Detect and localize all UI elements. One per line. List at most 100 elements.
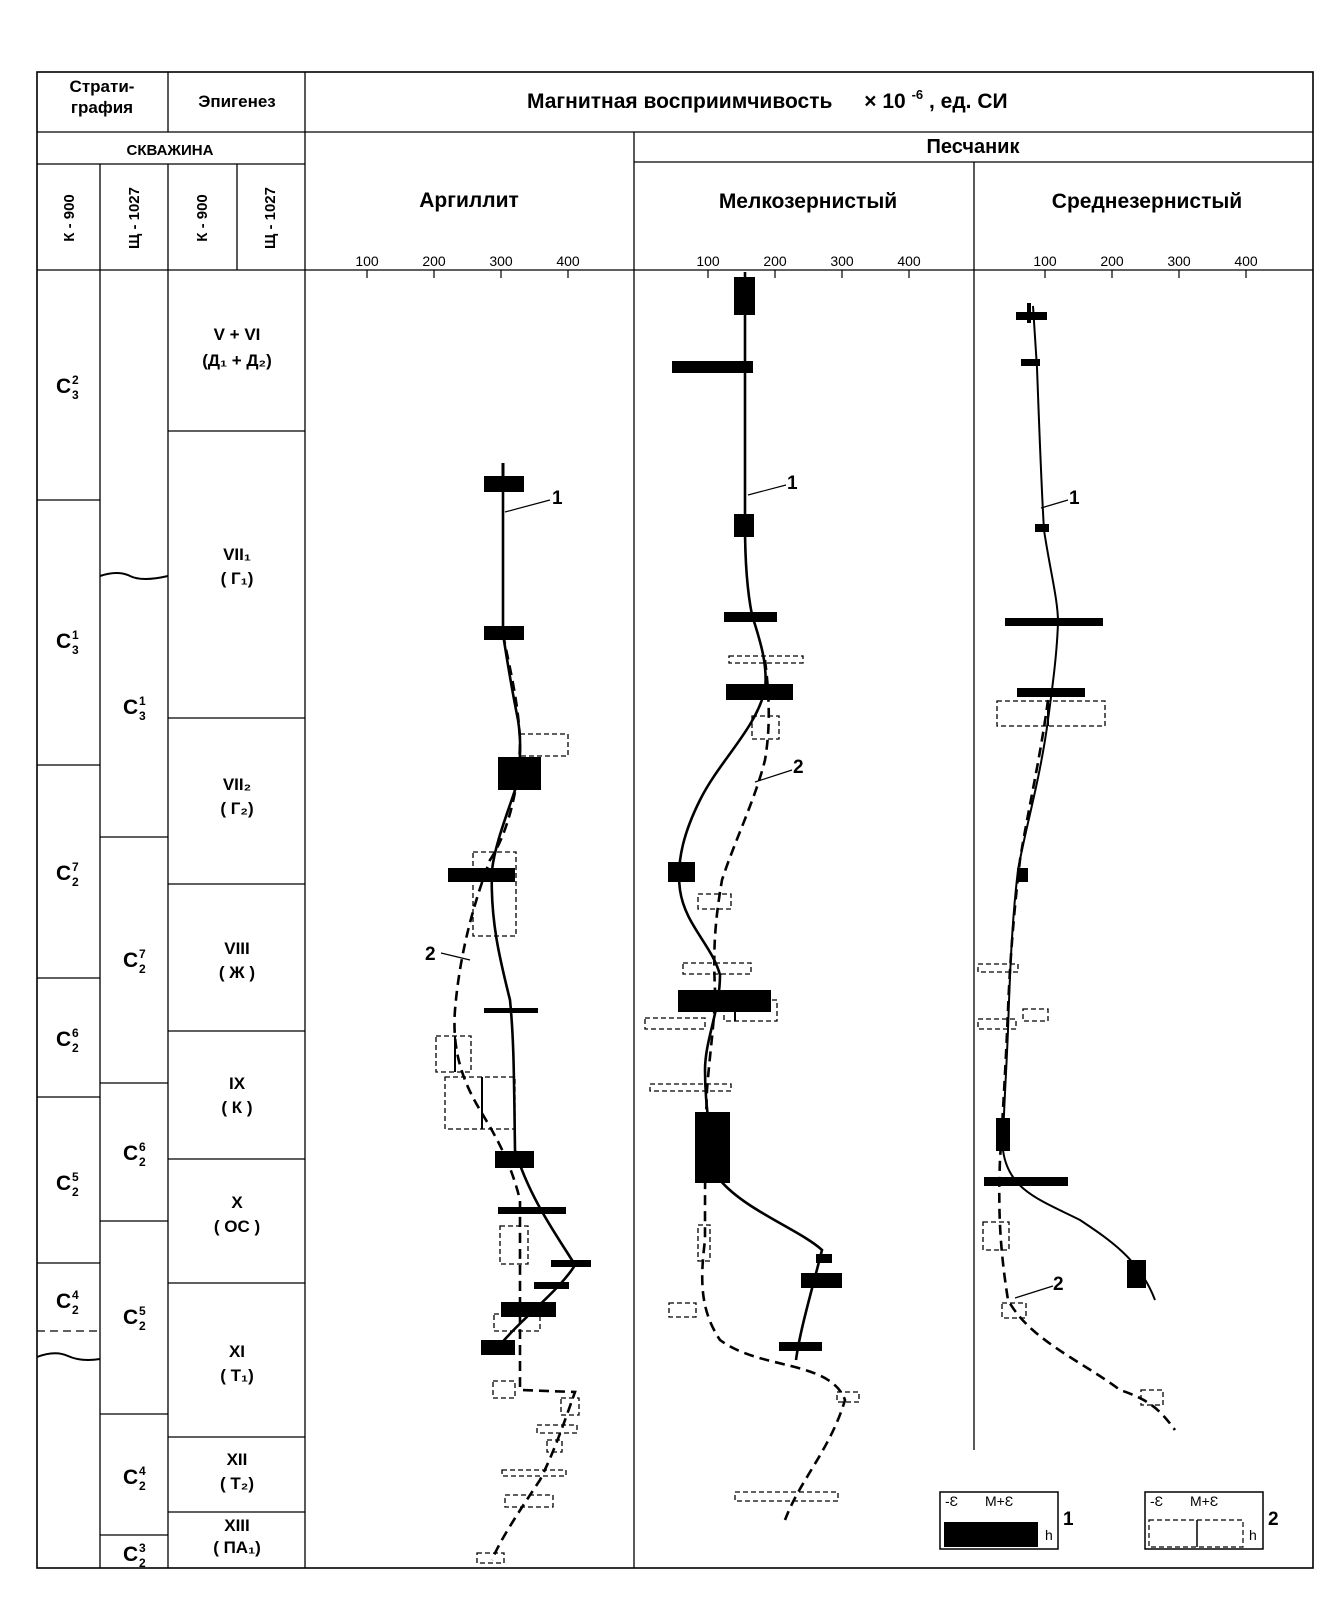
leader-medium-1 — [1040, 499, 1069, 509]
epigenesis-zone-name: XII — [227, 1450, 248, 1469]
legend-item-1: -Ɛ М+Ɛ h 1 — [939, 1491, 1074, 1550]
legend-frame — [1144, 1491, 1264, 1550]
strat-base: C — [123, 1142, 138, 1165]
strat-sup: 6 — [72, 1026, 79, 1040]
bar — [1027, 303, 1031, 323]
strat-sub: 2 — [72, 1041, 79, 1055]
legend-top-right: М+Ɛ — [985, 1493, 1013, 1509]
box — [444, 1076, 516, 1130]
well-sch1027-epi: Щ - 1027 — [262, 187, 279, 249]
box — [751, 715, 780, 740]
box — [519, 733, 569, 757]
epigenesis-header: Эпигенез — [198, 92, 276, 111]
bar — [498, 1207, 566, 1214]
leader-argillite-2 — [440, 952, 471, 961]
leader-medium-2 — [1014, 1285, 1054, 1299]
bar — [481, 1340, 515, 1355]
box — [504, 1494, 554, 1508]
box — [697, 893, 732, 910]
strat-sub: 2 — [72, 1303, 79, 1317]
tick-label: 100 — [1033, 253, 1057, 269]
stratigraphy-header-line1: Страти- — [70, 77, 135, 96]
box — [499, 1225, 529, 1265]
solid-bars — [448, 277, 1146, 1355]
strat-sub: 2 — [139, 962, 146, 976]
box — [723, 999, 778, 1022]
sandstone-header: Песчаник — [927, 136, 1021, 158]
fine-curve-2 — [700, 659, 847, 1521]
box — [560, 1397, 580, 1416]
strat-sub: 3 — [139, 709, 146, 723]
strat-base: C — [56, 630, 71, 653]
column-argillite: Аргиллит — [419, 189, 519, 212]
bar — [498, 757, 541, 790]
leader-fine-1 — [747, 484, 787, 496]
bar — [984, 1177, 1068, 1186]
bar — [1021, 359, 1040, 366]
legend-solid-bar — [944, 1522, 1038, 1547]
bar — [1035, 524, 1049, 532]
epigenesis-zone-code: ( ОС ) — [214, 1217, 260, 1236]
bar — [501, 1302, 556, 1317]
legend-number-2: 2 — [1268, 1509, 1279, 1530]
bar — [484, 476, 524, 492]
bar — [816, 1254, 832, 1263]
epigenesis-zone-name: IX — [229, 1074, 246, 1093]
label-medium-curve-2: 2 — [1053, 1274, 1064, 1295]
legend-frame — [939, 1491, 1059, 1550]
strat-sup: 3 — [139, 1541, 146, 1555]
strat-sub: 2 — [139, 1155, 146, 1169]
bar — [695, 1112, 730, 1183]
strat-base: C — [56, 1028, 71, 1051]
tick-label: 300 — [830, 253, 854, 269]
strat-sup: 5 — [72, 1170, 79, 1184]
legend-dashed-box — [1148, 1519, 1244, 1548]
bar — [726, 684, 793, 700]
legend-top-right: М+Ɛ — [1190, 1493, 1218, 1509]
box — [1140, 1389, 1164, 1406]
box — [501, 1469, 567, 1477]
epigenesis-zone-name: X — [231, 1193, 243, 1212]
epigenesis-zone-code: (Д₁ + Д₂) — [202, 351, 272, 370]
strat-sup: 2 — [72, 373, 79, 387]
epigenesis-zone-name: VII₂ — [223, 775, 251, 794]
strat-sup: 4 — [72, 1288, 79, 1302]
tick-label: 400 — [897, 253, 921, 269]
tick-label: 200 — [422, 253, 446, 269]
epigenesis-zone-name: XIII — [224, 1516, 250, 1535]
bar — [801, 1273, 842, 1288]
strat-base: C — [56, 862, 71, 885]
strat-base: C — [56, 1290, 71, 1313]
tick-label: 300 — [1167, 253, 1191, 269]
strat-sub: 3 — [72, 388, 79, 402]
label-argillite-curve-2: 2 — [425, 944, 436, 965]
label-fine-curve-2: 2 — [793, 757, 804, 778]
bar — [1016, 312, 1047, 320]
tick-label: 100 — [355, 253, 379, 269]
epigenesis-zone-code: ( Т₂) — [220, 1474, 254, 1493]
epigenesis-zone-code: ( Т₁) — [220, 1366, 253, 1385]
strat-sub: 2 — [139, 1319, 146, 1333]
strat-base: C — [123, 949, 138, 972]
bar — [1017, 688, 1085, 697]
tick-label: 400 — [1234, 253, 1258, 269]
dashed-boxes — [435, 655, 1164, 1564]
strat-sup: 7 — [139, 947, 146, 961]
bar — [1017, 868, 1028, 882]
medium-curve-2 — [997, 699, 1177, 1431]
strat-sub: 2 — [139, 1556, 146, 1570]
title-unit-exp: -6 — [912, 87, 924, 102]
well-k900-epi: К - 900 — [194, 194, 211, 242]
box — [492, 1380, 516, 1399]
tick-label: 400 — [556, 253, 580, 269]
column-fine-grained: Мелкозернистый — [719, 190, 897, 213]
strat-base: C — [123, 1466, 138, 1489]
label-argillite-curve-1: 1 — [552, 488, 563, 509]
